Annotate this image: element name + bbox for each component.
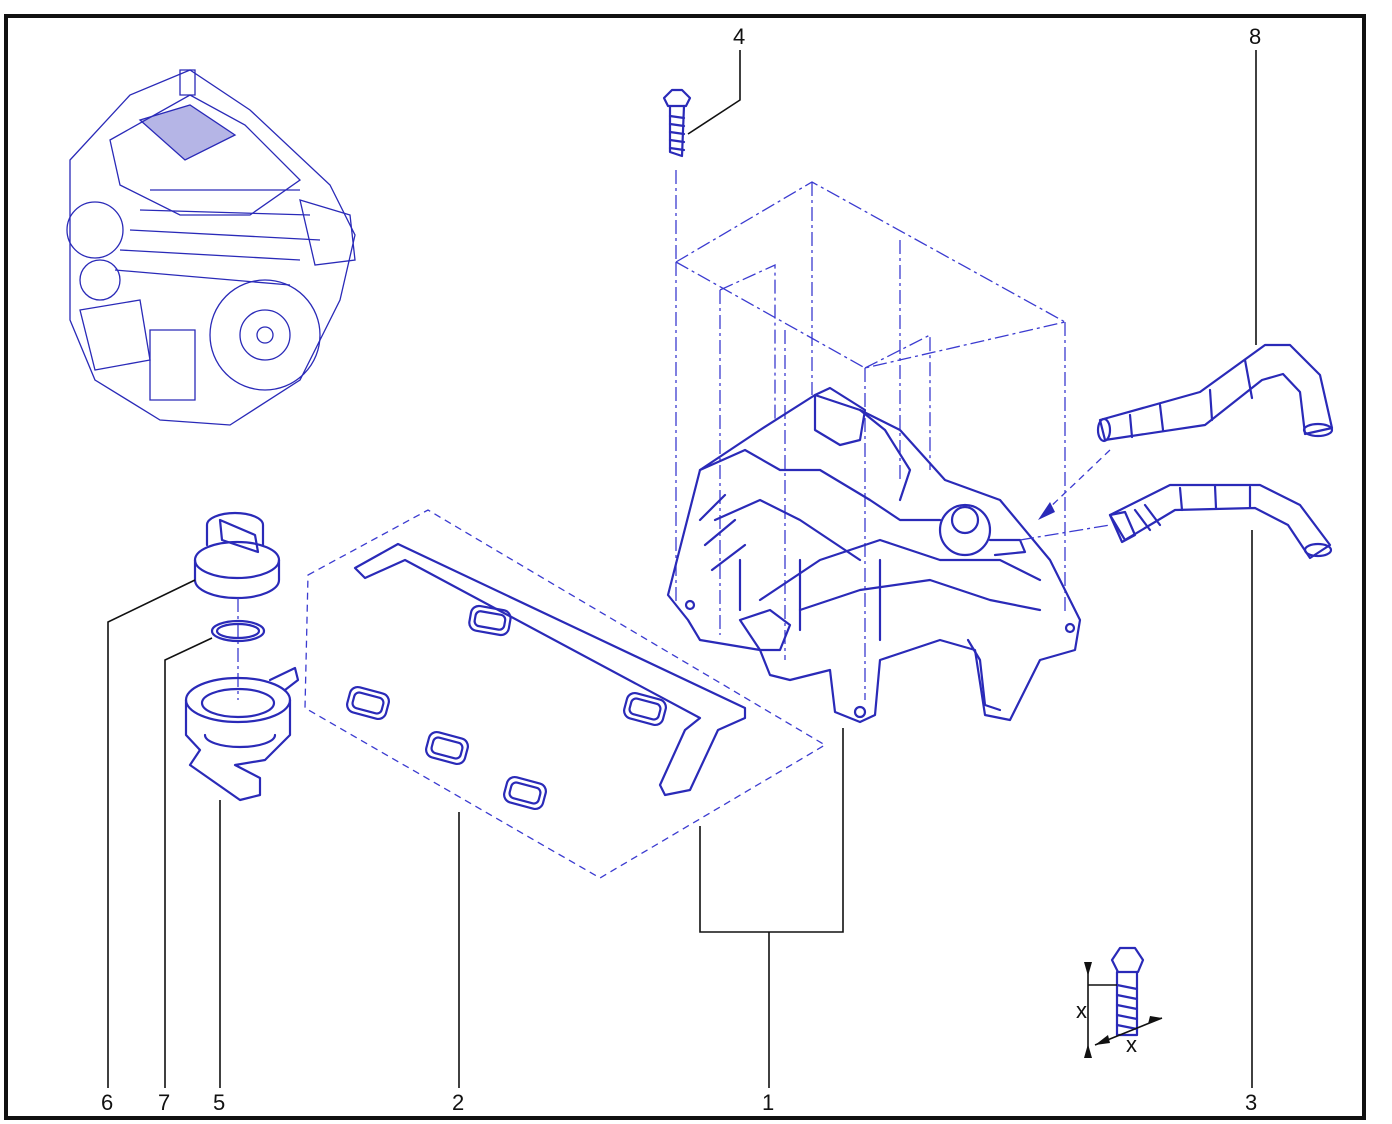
o-ring-part-7	[210, 619, 266, 643]
diagram-frame	[4, 14, 1366, 1120]
engine-overview-illustration	[66, 69, 356, 426]
callout-3: 3	[1245, 1090, 1257, 1115]
oil-cap-part-6	[193, 511, 281, 600]
alignment-guides	[675, 170, 1066, 700]
dimension-label-height: x	[1076, 998, 1087, 1023]
leader-lines	[107, 50, 1257, 1088]
dimension-label-width: x	[1126, 1032, 1137, 1057]
callout-7: 7	[158, 1090, 170, 1115]
callout-2: 2	[452, 1090, 464, 1115]
bolt-dimension-detail: x x	[1076, 946, 1163, 1058]
callout-1: 1	[762, 1090, 774, 1115]
callout-5: 5	[213, 1090, 225, 1115]
callout-6: 6	[101, 1090, 113, 1115]
hose-part-8	[1096, 343, 1334, 443]
hose-part-3	[1108, 483, 1333, 560]
filler-neck-part-5	[184, 666, 300, 802]
hose-connection-arrows	[1019, 449, 1111, 541]
gasket-set-part-2	[304, 509, 827, 879]
bolt-part-4	[662, 88, 692, 158]
manifold-part-1	[666, 386, 1082, 724]
callout-4: 4	[733, 24, 745, 49]
callout-8: 8	[1249, 24, 1261, 49]
